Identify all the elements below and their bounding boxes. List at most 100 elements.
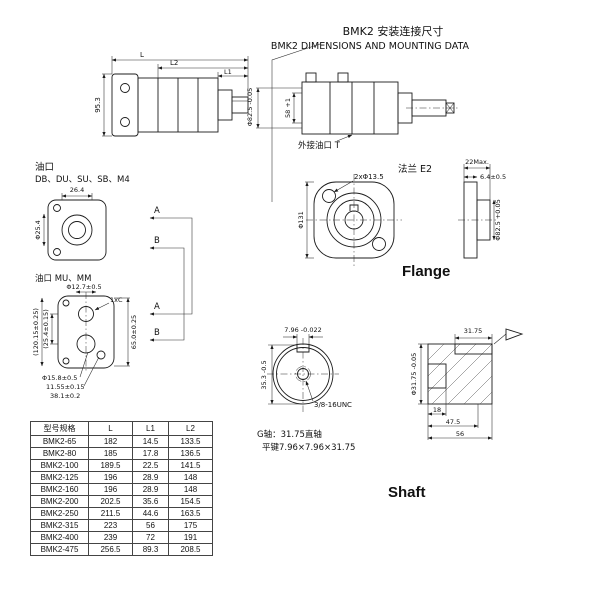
col-header-l: L	[88, 421, 133, 436]
model-cell: BMK2-80	[30, 447, 89, 460]
dim-26-4: 26.4	[70, 186, 84, 194]
dim-pilot-82-5: Φ82.5 -0.05	[246, 88, 254, 126]
shaft-note-2: 平键7.96×7.96×31.75	[262, 442, 355, 453]
flange-side-view: 22Max. 6.4±0.5 Φ82.5 +0.05 Flange	[402, 158, 506, 280]
datum-flag-icon	[505, 328, 524, 341]
dim-key-width: 7.96 -0.022	[284, 326, 322, 334]
shaft-caption: Shaft	[388, 484, 426, 501]
dim-width-58: 58 +1	[284, 98, 292, 118]
section-label-b2: B	[154, 328, 160, 338]
model-cell: BMK2-250	[30, 507, 89, 520]
dim-cell: 196	[88, 471, 133, 484]
external-port-label: 外接油口 T	[298, 140, 341, 151]
col-header-model: 型号规格	[30, 421, 89, 436]
dim-height-95-3: 95.3	[94, 97, 102, 113]
dim-cell: 44.6	[132, 507, 169, 520]
dim-18: 18	[433, 406, 441, 414]
dim-pilot-82-5-plus: Φ82.5 +0.05	[494, 199, 502, 241]
flange-front-view: 法兰 E2 2xΦ13.5 Φ131	[297, 163, 432, 266]
section-label-a1: A	[154, 206, 160, 216]
dim-cell: 175	[168, 519, 213, 532]
dim-cell: 28.9	[132, 483, 169, 496]
model-cell: BMK2-160	[30, 483, 89, 496]
dim-cell: 256.5	[88, 543, 133, 556]
dim-key-length: 31.75	[464, 327, 483, 335]
dim-cell: 72	[132, 531, 169, 544]
dim-cell: 28.9	[132, 471, 169, 484]
port-mu-view: 油口 MU、MM Φ12.7±0.5 1xC (25.4±0.15) (120.…	[32, 273, 138, 400]
title-leader-line	[271, 43, 321, 202]
dim-47-5: 47.5	[446, 418, 460, 426]
model-cell: BMK2-475	[30, 543, 89, 556]
dim-l1: L1	[224, 68, 232, 76]
dim-56: 56	[456, 430, 464, 438]
port-db-types: DB、DU、SU、SB、M4	[35, 175, 130, 185]
dim-cell: 223	[88, 519, 133, 532]
page-title-en: BMK2 DIMENSIONS AND MOUNTING DATA	[271, 41, 470, 52]
shaft-note-1: G轴：31.75直轴	[257, 429, 322, 440]
section-lines: A A B B	[149, 206, 193, 342]
dim-cell: 182	[88, 435, 133, 448]
dim-cell: 208.5	[168, 543, 213, 556]
dim-cell: 148	[168, 483, 213, 496]
thread-callout: 3/8-16UNC	[314, 401, 352, 409]
dim-131: Φ131	[297, 211, 305, 229]
dim-l2: L2	[170, 59, 178, 67]
dim-22max: 22Max.	[465, 158, 489, 166]
dim-cell: 191	[168, 531, 213, 544]
dim-cell: 239	[88, 531, 133, 544]
dim-11-55: 11.55±0.15	[46, 383, 85, 391]
dim-cell: 22.5	[132, 459, 169, 472]
section-label-a2: A	[154, 302, 160, 312]
dim-cell: 133.5	[168, 435, 213, 448]
flange-label: 法兰 E2	[398, 163, 432, 175]
dim-cell: 35.6	[132, 495, 169, 508]
dim-cell: 189.5	[88, 459, 133, 472]
title-block: BMK2 安装连接尺寸 BMK2 DIMENSIONS AND MOUNTING…	[271, 24, 470, 202]
table-header-row: 型号规格 L L1 L2	[30, 421, 213, 436]
col-header-l1: L1	[132, 421, 169, 436]
flange-caption: Flange	[402, 263, 450, 280]
model-cell: BMK2-400	[30, 531, 89, 544]
dim-15-8: Φ15.8±0.5	[42, 374, 77, 382]
dim-cell: 148	[168, 471, 213, 484]
dim-cell: 154.5	[168, 495, 213, 508]
motor-rear-view: 58 +1 外接油口 T	[284, 72, 460, 151]
port-mu-heading: 油口 MU、MM	[35, 273, 91, 284]
motor-side-view: 95.3 L L2 L1 Φ82.5 -0.05	[94, 51, 302, 137]
dim-bolt-holes: 2xΦ13.5	[354, 173, 384, 181]
dim-cell: 141.5	[168, 459, 213, 472]
dim-l: L	[140, 51, 144, 59]
model-cell: BMK2-100	[30, 459, 89, 472]
col-header-l2: L2	[168, 421, 213, 436]
section-label-b1: B	[154, 236, 160, 246]
note-1xc: 1xC	[110, 296, 123, 304]
dim-cell: 136.5	[168, 447, 213, 460]
dim-left-25-4: (25.4±0.15)	[42, 309, 50, 348]
dim-12-7: Φ12.7±0.5	[66, 283, 101, 291]
shaft-end-view: 7.96 -0.022 35.3 -0.5 3/8-16UNC	[260, 326, 352, 412]
model-cell: BMK2-315	[30, 519, 89, 532]
dim-cell: 14.5	[132, 435, 169, 448]
dim-65-0: 65.0±0.25	[130, 315, 138, 349]
dim-cell: 56	[132, 519, 169, 532]
port-db-view: 油口 DB、DU、SU、SB、M4 26.4 Φ25.4	[34, 161, 130, 261]
dim-cell: 17.8	[132, 447, 169, 460]
shaft-side-view: 31.75 Φ31.75 -0.05 18 47.5 56 G轴：31.75直轴…	[257, 327, 524, 501]
dim-left-120-15: (120.15±0.25)	[32, 308, 40, 356]
dim-cell: 163.5	[168, 507, 213, 520]
dim-35-3: 35.3 -0.5	[260, 360, 268, 389]
dim-38-1: 38.1±0.2	[50, 392, 80, 400]
